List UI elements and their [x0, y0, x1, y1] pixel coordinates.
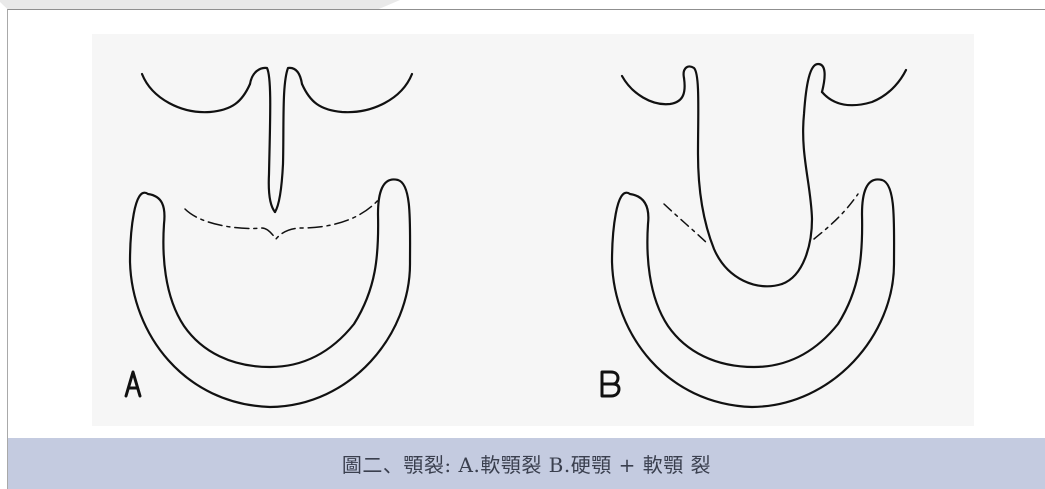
diagram-a [126, 68, 412, 407]
diagram-b-dashed-line-left [664, 204, 708, 244]
diagram-b-label-glyph [602, 372, 619, 396]
diagram-b-cleft-right [782, 64, 825, 284]
diagram-a-right-upper-arc [302, 74, 412, 112]
diagram-b-cleft-left [684, 66, 782, 286]
diagram-b [602, 64, 906, 407]
diagram-a-label-glyph [126, 372, 140, 396]
diagram-b-dashed-line-right [814, 194, 858, 239]
figure-caption: 圖二、顎裂: A.軟顎裂 B.硬顎 + 軟顎 裂 [8, 438, 1045, 489]
diagram-b-outer-arch [612, 179, 894, 407]
caption-text: 圖二、顎裂: A.軟顎裂 B.硬顎 + 軟顎 裂 [342, 449, 711, 478]
cleft-palate-diagram [92, 34, 974, 426]
diagram-a-dashed-line [185, 199, 379, 239]
diagram-b-left-upper-arc [622, 76, 685, 104]
diagram-a-outer-arch [130, 179, 410, 407]
diagram-a-cleft-left [250, 68, 275, 212]
diagram-a-left-upper-arc [142, 74, 250, 112]
diagram-a-cleft-right [275, 68, 302, 212]
figure-panel [92, 34, 974, 426]
diagram-b-right-upper-arc [822, 70, 906, 105]
